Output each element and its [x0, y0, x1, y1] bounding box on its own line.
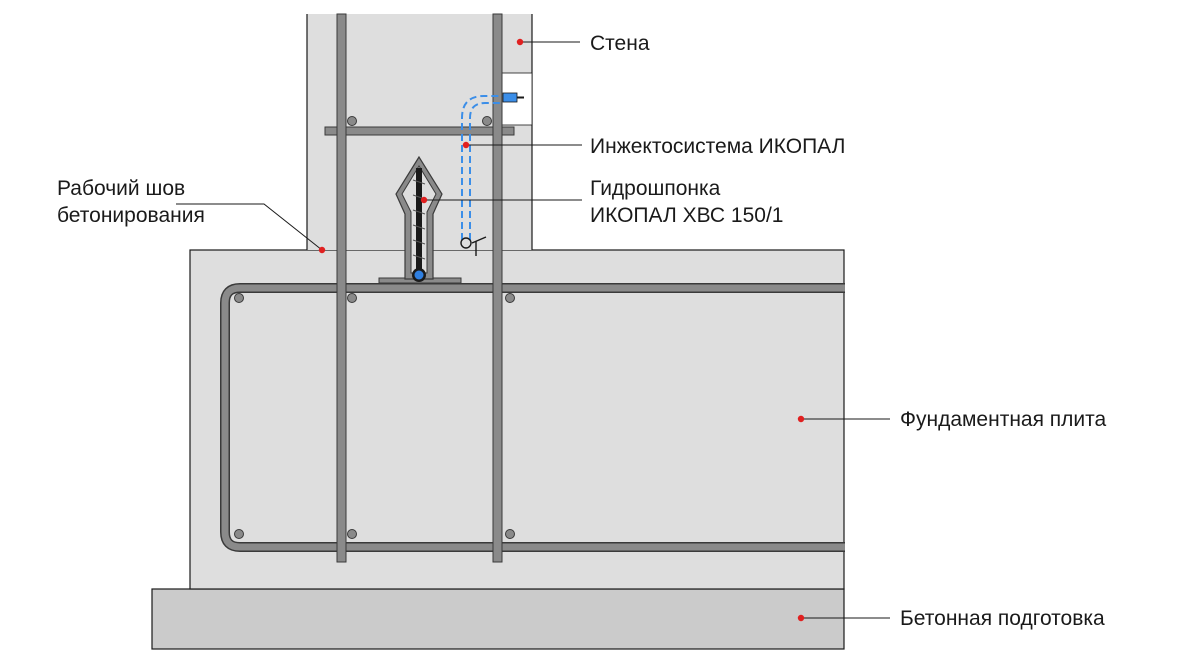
injection-hose — [461, 95, 503, 240]
label-construction-joint-line1: Рабочий шов — [57, 177, 185, 200]
waterstop-profile — [378, 155, 462, 284]
foundation-slab — [189, 249, 845, 590]
wall-horizontal-rebar — [324, 126, 515, 136]
label-foundation-slab: Фундаментная плита — [900, 408, 1107, 431]
wall-vertical-rebar-left — [336, 13, 347, 563]
concrete-base-layer — [151, 588, 845, 650]
label-wall: Стена — [590, 32, 650, 55]
rebar-section-dots — [234, 116, 515, 539]
wall-vertical-rebar-right — [492, 13, 503, 563]
label-concrete-base: Бетонная подготовка — [900, 607, 1105, 630]
hose-clip — [460, 236, 487, 256]
label-construction-joint-line2: бетонирования — [57, 204, 205, 227]
injection-connector — [502, 92, 518, 103]
slab-rebar-cage — [220, 283, 845, 552]
leader-dots — [318, 38, 805, 622]
label-injection-system: Инжектосистема ИКОПАЛ — [590, 135, 845, 158]
label-waterstop-line2: ИКОПАЛ ХВС 150/1 — [590, 204, 783, 227]
label-waterstop-line1: Гидрошпонка — [590, 177, 721, 200]
leader-lines — [176, 41, 890, 619]
